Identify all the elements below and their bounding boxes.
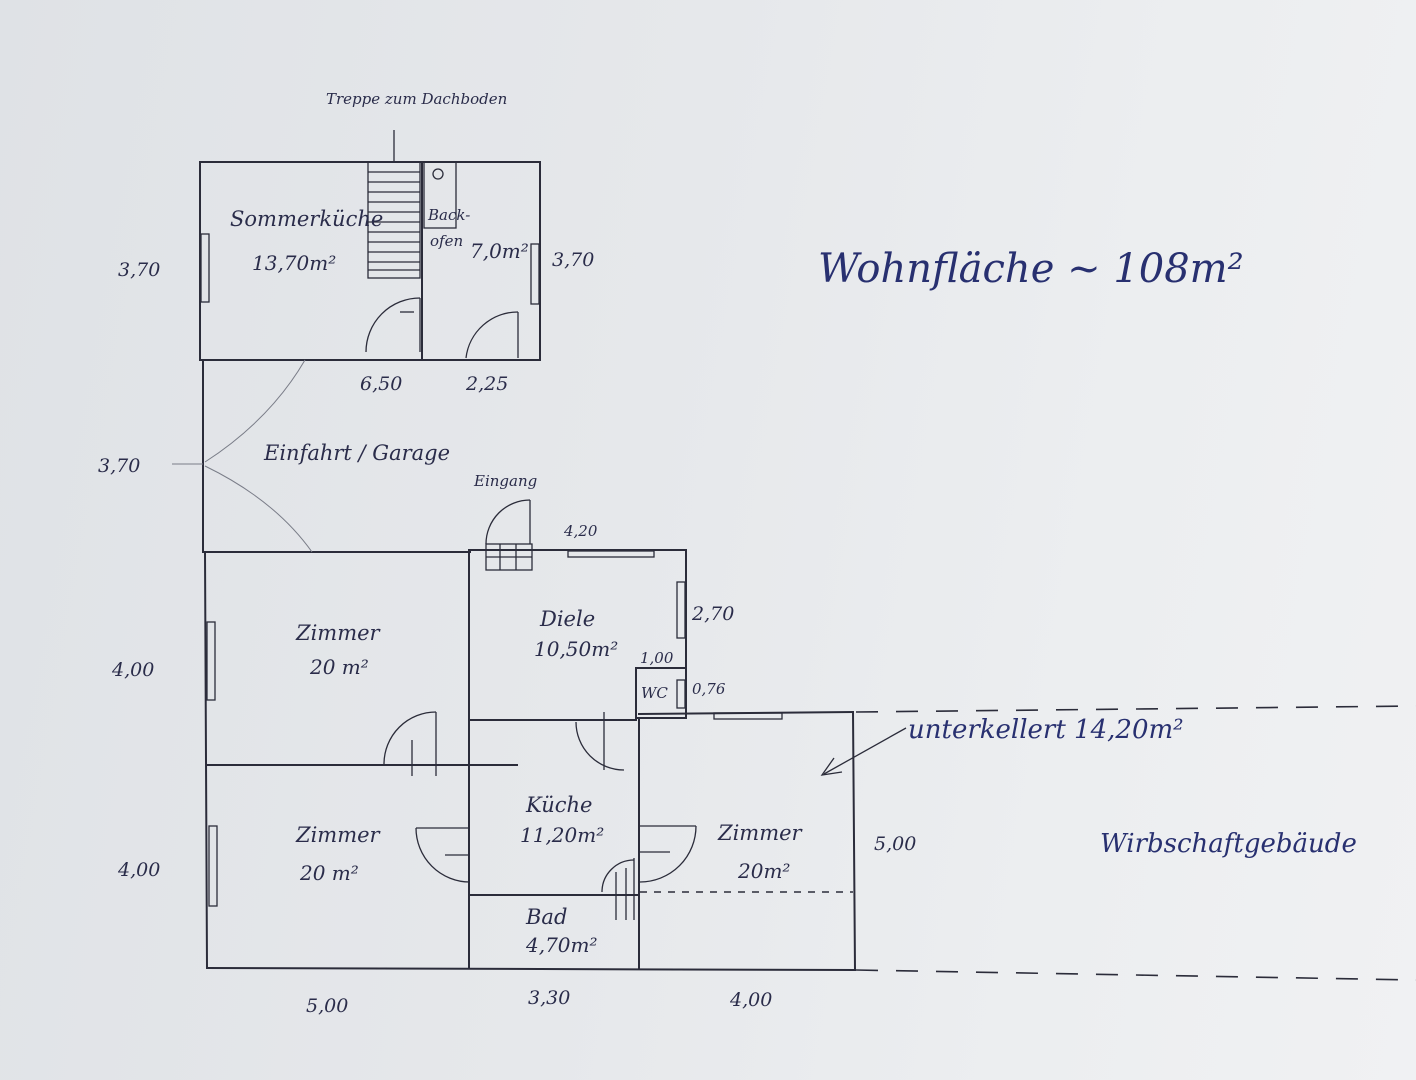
basement-arrow [820, 727, 907, 776]
room-bottom-left-area: 20 m² [299, 861, 359, 885]
garage-name: Einfahrt / Garage [263, 441, 450, 465]
outbuilding-line-top [855, 705, 1416, 713]
dim-bottom-right-width: 4,00 [729, 989, 772, 1011]
dim-room-bottom-height: 4,00 [117, 859, 160, 881]
room-right-name: Zimmer [717, 821, 804, 845]
window-oven-right [530, 243, 540, 305]
attic-stair [367, 130, 421, 279]
dim-garage-height: 3,70 [98, 455, 140, 477]
door-room-bottom [415, 827, 471, 883]
summer-kitchen-name: Sommerküche [230, 207, 383, 231]
outbuilding-line-bottom [855, 969, 1416, 981]
stair-note: Treppe zum Dachboden [326, 90, 507, 108]
main-house-walls [203, 549, 857, 972]
dim-hall-height: 2,70 [691, 603, 734, 625]
bath-area: 4,70m² [525, 933, 598, 957]
oven-room-area: 7,0m² [470, 239, 529, 263]
room-top-area: 20 m² [309, 655, 369, 679]
outbuilding-label: Wirbschaftgebäude [1100, 829, 1357, 859]
dim-summer-width: 6,50 [360, 373, 402, 395]
door-kitchen-top [575, 712, 625, 771]
dim-hall-width: 4,20 [563, 522, 598, 540]
garage-gate [172, 359, 313, 553]
dim-wc-height: 0,76 [692, 680, 726, 698]
door-room-top [383, 711, 437, 776]
window-hall-top [567, 550, 655, 558]
dim-oven-width: 2,25 [465, 373, 508, 395]
dim-room-top-height: 4,00 [111, 659, 154, 681]
entrance-steps [485, 499, 533, 571]
door-right-room [639, 825, 697, 883]
window-wc [676, 679, 686, 709]
room-bottom-left-name: Zimmer [295, 823, 382, 847]
window-right-room [713, 712, 783, 720]
living-area-note: Wohnfläche ~ 108m² [818, 246, 1244, 292]
bath-name: Bad [525, 905, 567, 929]
garage-walls [202, 359, 471, 553]
door-oven-room [465, 311, 519, 359]
entrance-label: Eingang [473, 472, 537, 490]
dim-summer-height-right: 3,70 [552, 249, 594, 271]
oven-label-line2: ofen [430, 232, 463, 250]
dim-bottom-left-width: 5,00 [306, 995, 348, 1017]
kitchen-area: 11,20m² [520, 823, 604, 847]
window-hall-right [676, 581, 686, 639]
wc-name: WC [641, 684, 668, 702]
basement-note: unterkellert 14,20m² [908, 715, 1184, 745]
dim-summer-height-left: 3,70 [118, 259, 160, 281]
room-top-name: Zimmer [295, 621, 382, 645]
window-room-top [206, 621, 216, 701]
door-summer-kitchen [365, 297, 421, 353]
door-bath [601, 858, 635, 920]
oven-symbol [423, 161, 457, 229]
dim-bottom-mid-width: 3,30 [528, 987, 570, 1009]
window-room-bottom [208, 825, 218, 907]
oven-label-line1: Back- [427, 206, 470, 224]
kitchen-name: Küche [525, 793, 592, 817]
room-right-area: 20m² [737, 859, 790, 883]
hall-area: 10,50m² [534, 637, 618, 661]
hall-name: Diele [539, 607, 595, 631]
summer-kitchen-area: 13,70m² [252, 251, 336, 275]
dim-right-room-height: 5,00 [874, 833, 916, 855]
dim-wc-width: 1,00 [640, 649, 674, 667]
window-summer-left [200, 233, 210, 303]
